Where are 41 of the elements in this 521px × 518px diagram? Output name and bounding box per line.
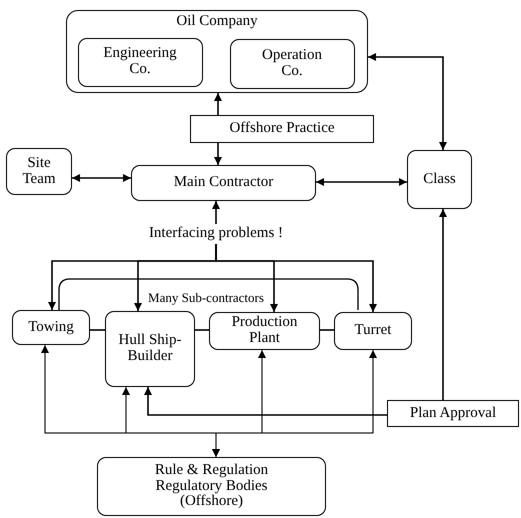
arrow: [439, 209, 447, 400]
process-box: [209, 312, 320, 350]
process-box: [105, 311, 195, 387]
label-box: [387, 400, 519, 427]
label-box: [190, 115, 374, 143]
arrow: [212, 350, 377, 458]
label-text: Production Plant: [230, 315, 298, 347]
process-box: [334, 312, 412, 350]
label-text: Engineering Co.: [102, 46, 178, 78]
label-text: Towing: [28, 320, 74, 336]
label-text: Operation Co.: [261, 48, 323, 80]
label-text: Turret: [354, 323, 392, 339]
label-text: Rule & Regulation Regulatory Bodies (Offshore): [154, 462, 270, 510]
label-text: Site Team: [21, 156, 57, 188]
arrow: [72, 174, 131, 182]
arrow: [215, 244, 377, 312]
label-text: Offshore Practice: [229, 121, 335, 137]
annotation-text: Interfacing problems !: [148, 226, 284, 242]
arrow: [214, 93, 222, 115]
process-box: [131, 165, 316, 201]
arrow: [368, 53, 447, 150]
label-text: Plan Approval: [410, 406, 496, 422]
arrow: [144, 387, 387, 416]
label-text: Many Sub-contractors: [148, 291, 264, 305]
process-box: [78, 38, 202, 86]
connector-line: [320, 329, 334, 331]
arrow: [214, 143, 222, 165]
arrow: [316, 178, 407, 186]
arrow: [212, 201, 220, 224]
process-box: [97, 457, 326, 516]
process-box: [407, 150, 472, 209]
process-box: [230, 38, 354, 88]
process-box: [12, 310, 90, 345]
label-text: Hull Ship-Builder: [118, 333, 182, 365]
heading-text: Oil Company: [176, 14, 258, 30]
process-box: [6, 148, 72, 195]
organization-box: [66, 10, 368, 93]
label-text: Main Contractor: [174, 175, 274, 191]
connector-line: [90, 329, 105, 331]
label-text: Class: [423, 172, 456, 188]
connector-line: [195, 329, 209, 331]
